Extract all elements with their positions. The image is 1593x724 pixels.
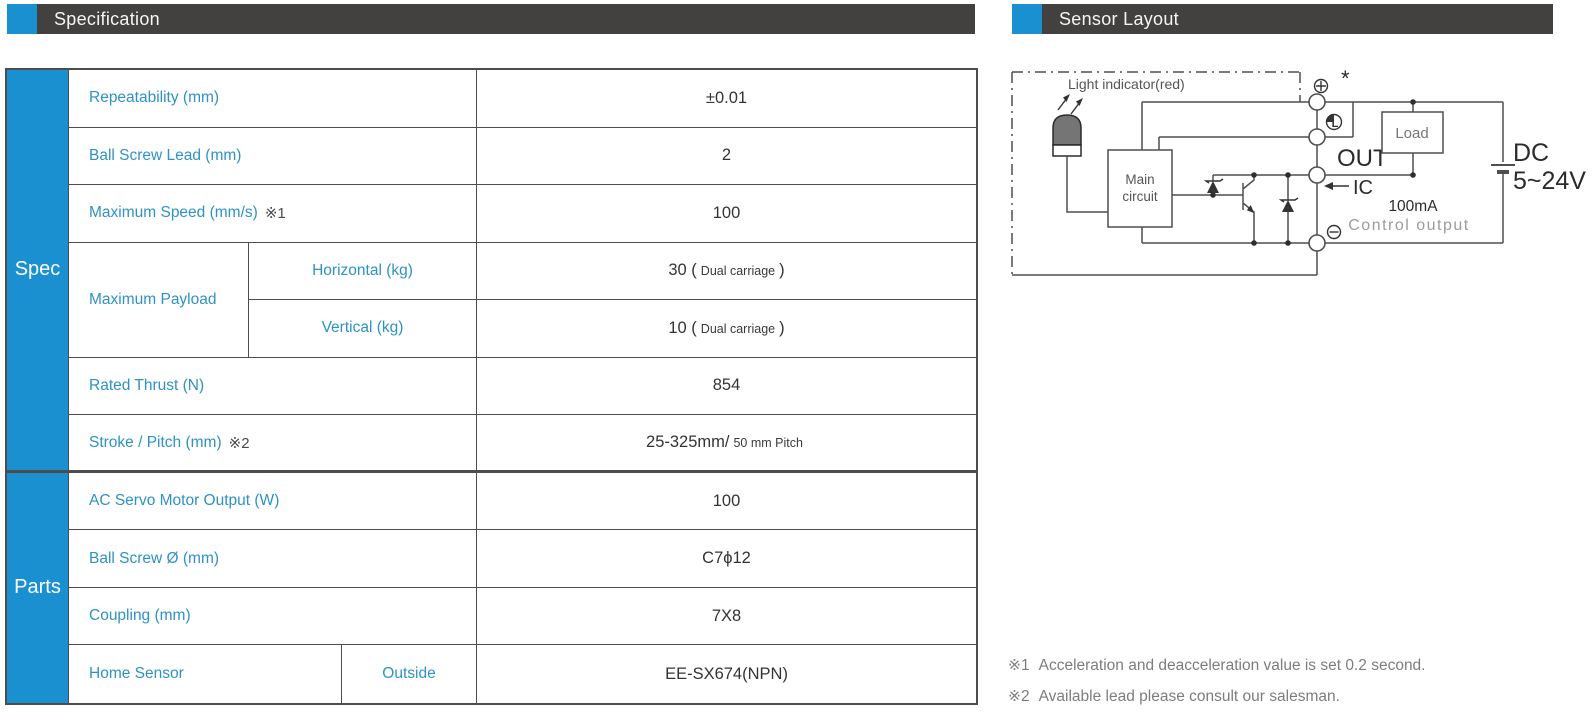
light-ray-arrows [1057,94,1083,115]
npn-transistor [1242,175,1255,243]
row-ball-screw-lead-value: 2 [477,128,976,186]
main-circuit-box: Main circuit [1107,149,1173,228]
payload-horizontal-value: 30 ( Dual carriage ) [477,243,976,301]
plus-asterisk: * [1341,66,1350,91]
row-stroke-pitch-label: Stroke / Pitch (mm) ※2 [69,415,477,473]
sensor-layout-header-bar: Sensor Layout [1042,4,1553,34]
row-rated-thrust-value: 854 [477,358,976,416]
row-maximum-speed-value: 100 [477,185,976,243]
section-spec-label: Spec [14,258,61,281]
light-indicator-label: Light indicator(red) [1068,76,1185,92]
terminal-l-letter: L [1332,118,1339,130]
ic-label: IC [1353,177,1373,199]
sensor-circuit-diagram: Light indicator(red) Main circuit [1011,66,1586,276]
footnote-2-marker: ※2 [1008,688,1030,705]
main-circuit-label-line1: Main [1125,172,1154,187]
terminal-plus: * [1308,66,1350,111]
row-ball-screw-lead-label: Ball Screw Lead (mm) [69,127,477,186]
sensor-layout-title: Sensor Layout [1059,8,1179,29]
sensor-outline [1011,71,1317,276]
footnote-1-text: Acceleration and deacceleration value is… [1038,656,1426,674]
payload-vertical-value: 10 ( Dual carriage ) [477,300,976,358]
payload-horizontal-label: Horizontal (kg) [249,242,477,301]
row-repeatability-label: Repeatability (mm) [69,70,477,128]
section-parts-label: Parts [14,576,61,599]
specification-title: Specification [54,8,160,29]
payload-vertical-label: Vertical (kg) [249,300,477,358]
footnote-marker-1: ※1 [264,205,286,223]
terminal-out: OUT IC [1308,145,1388,199]
zener-diode-1 [1203,175,1224,195]
row-ball-screw-dia-value: C7ϕ12 [477,530,976,588]
footnote-marker-2: ※2 [228,434,250,452]
accent-square [1012,4,1042,34]
row-stroke-pitch-value: 25-325mm/ 50 mm Pitch [477,415,976,473]
footnote-1-marker: ※1 [1008,657,1030,674]
control-output-label: Control output [1348,217,1470,234]
row-maximum-payload-label: Maximum Payload [69,242,249,358]
specification-header-bar: Specification [37,4,975,34]
main-circuit-label-line2: circuit [1122,189,1158,204]
load-label: Load [1395,125,1428,142]
out-label: OUT [1337,145,1388,172]
zener-diode-2 [1278,175,1299,243]
footnote-2: ※2 Available lead please consult our sal… [1008,681,1426,712]
label-backplate [1063,76,1205,93]
terminal-minus [1308,224,1342,252]
accent-square [7,4,37,34]
row-maximum-speed-label: Maximum Speed (mm/s) ※1 [69,185,477,243]
footnotes: ※1 Acceleration and deacceleration value… [1008,650,1426,712]
row-coupling-value: 7X8 [477,588,976,646]
voltage-label: 5~24V [1513,167,1586,195]
footnote-1: ※1 Acceleration and deacceleration value… [1008,650,1426,681]
row-home-sensor-value: EE-SX674(NPN) [665,664,788,683]
specification-table: Spec Parts Repeatability (mm) ±0.01 Ball… [5,68,978,705]
home-sensor-outside-label: Outside [342,645,477,703]
battery-symbol [1491,164,1515,174]
footnote-2-text: Available lead please consult our salesm… [1038,687,1340,705]
dc-label: DC [1513,139,1549,167]
sensor-layout-header: Sensor Layout [1012,4,1553,34]
row-rated-thrust-label: Rated Thrust (N) [69,357,477,416]
section-spec: Spec [7,70,69,473]
row-ball-screw-dia-label: Ball Screw Ø (mm) [69,530,477,588]
junction-dots [1210,99,1416,246]
row-coupling-label: Coupling (mm) [69,587,477,646]
row-ac-servo-output-value: 100 [477,473,976,531]
specification-header: Specification [7,4,975,34]
row-home-sensor-label: Home Sensor [69,645,342,703]
current-label: 100mA [1388,198,1438,215]
led-indicator [1052,94,1108,213]
section-parts: Parts [7,472,69,703]
row-repeatability-value: ±0.01 [477,70,976,128]
row-ac-servo-output-label: AC Servo Motor Output (W) [69,472,477,531]
terminal-l: L [1308,113,1343,146]
load-box: Load [1381,111,1444,154]
